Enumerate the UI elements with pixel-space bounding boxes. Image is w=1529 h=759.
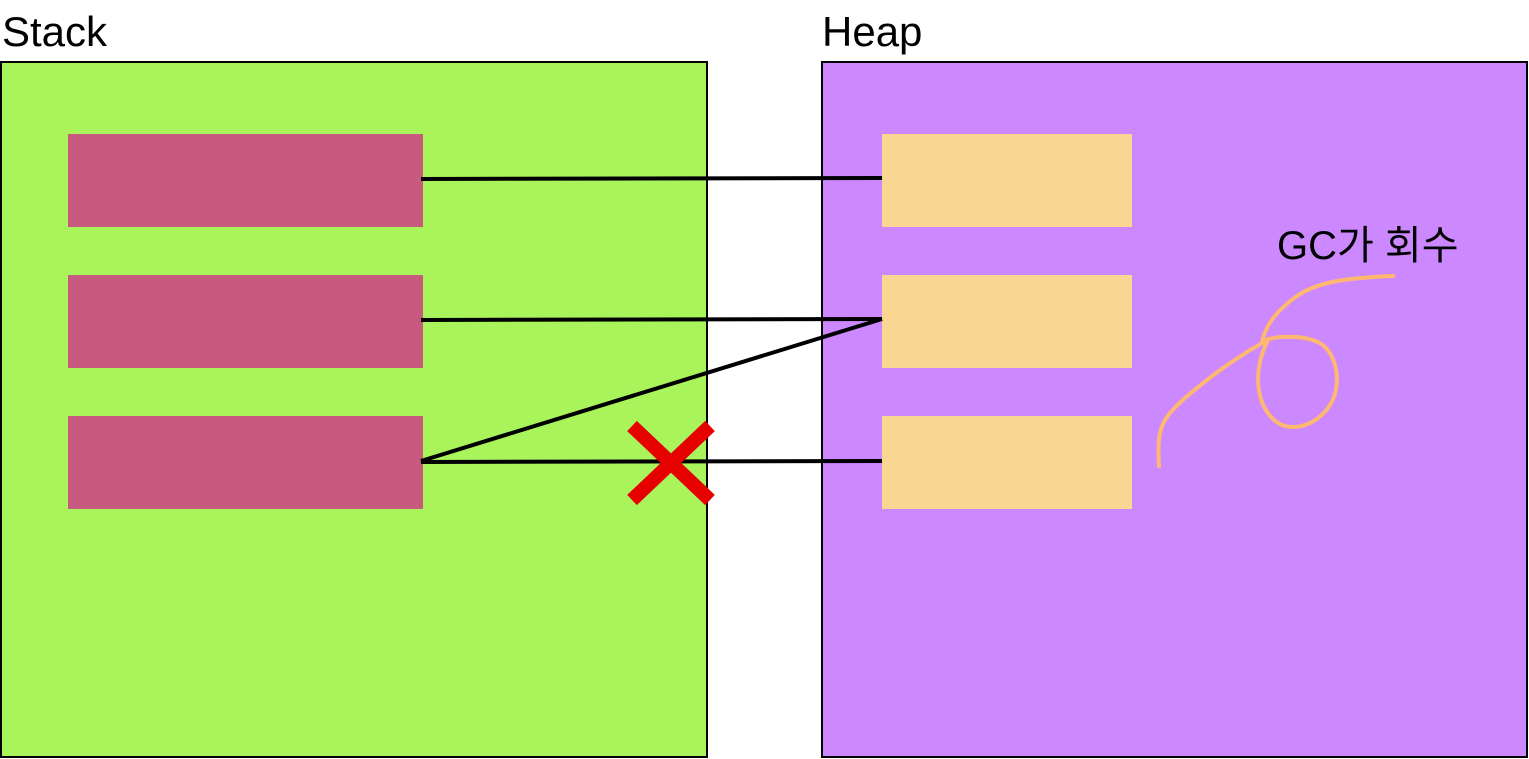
- stack-variable-1: [68, 134, 423, 227]
- heap-object-1: [882, 134, 1132, 227]
- stack-variable-2: [68, 275, 423, 368]
- heap-object-2: [882, 275, 1132, 368]
- gc-collect-label: GC가 회수: [1277, 224, 1459, 268]
- heap-title: Heap: [822, 8, 923, 55]
- stack-variable-3: [68, 416, 423, 509]
- heap-object-3: [882, 416, 1132, 509]
- stack-title: Stack: [2, 8, 108, 55]
